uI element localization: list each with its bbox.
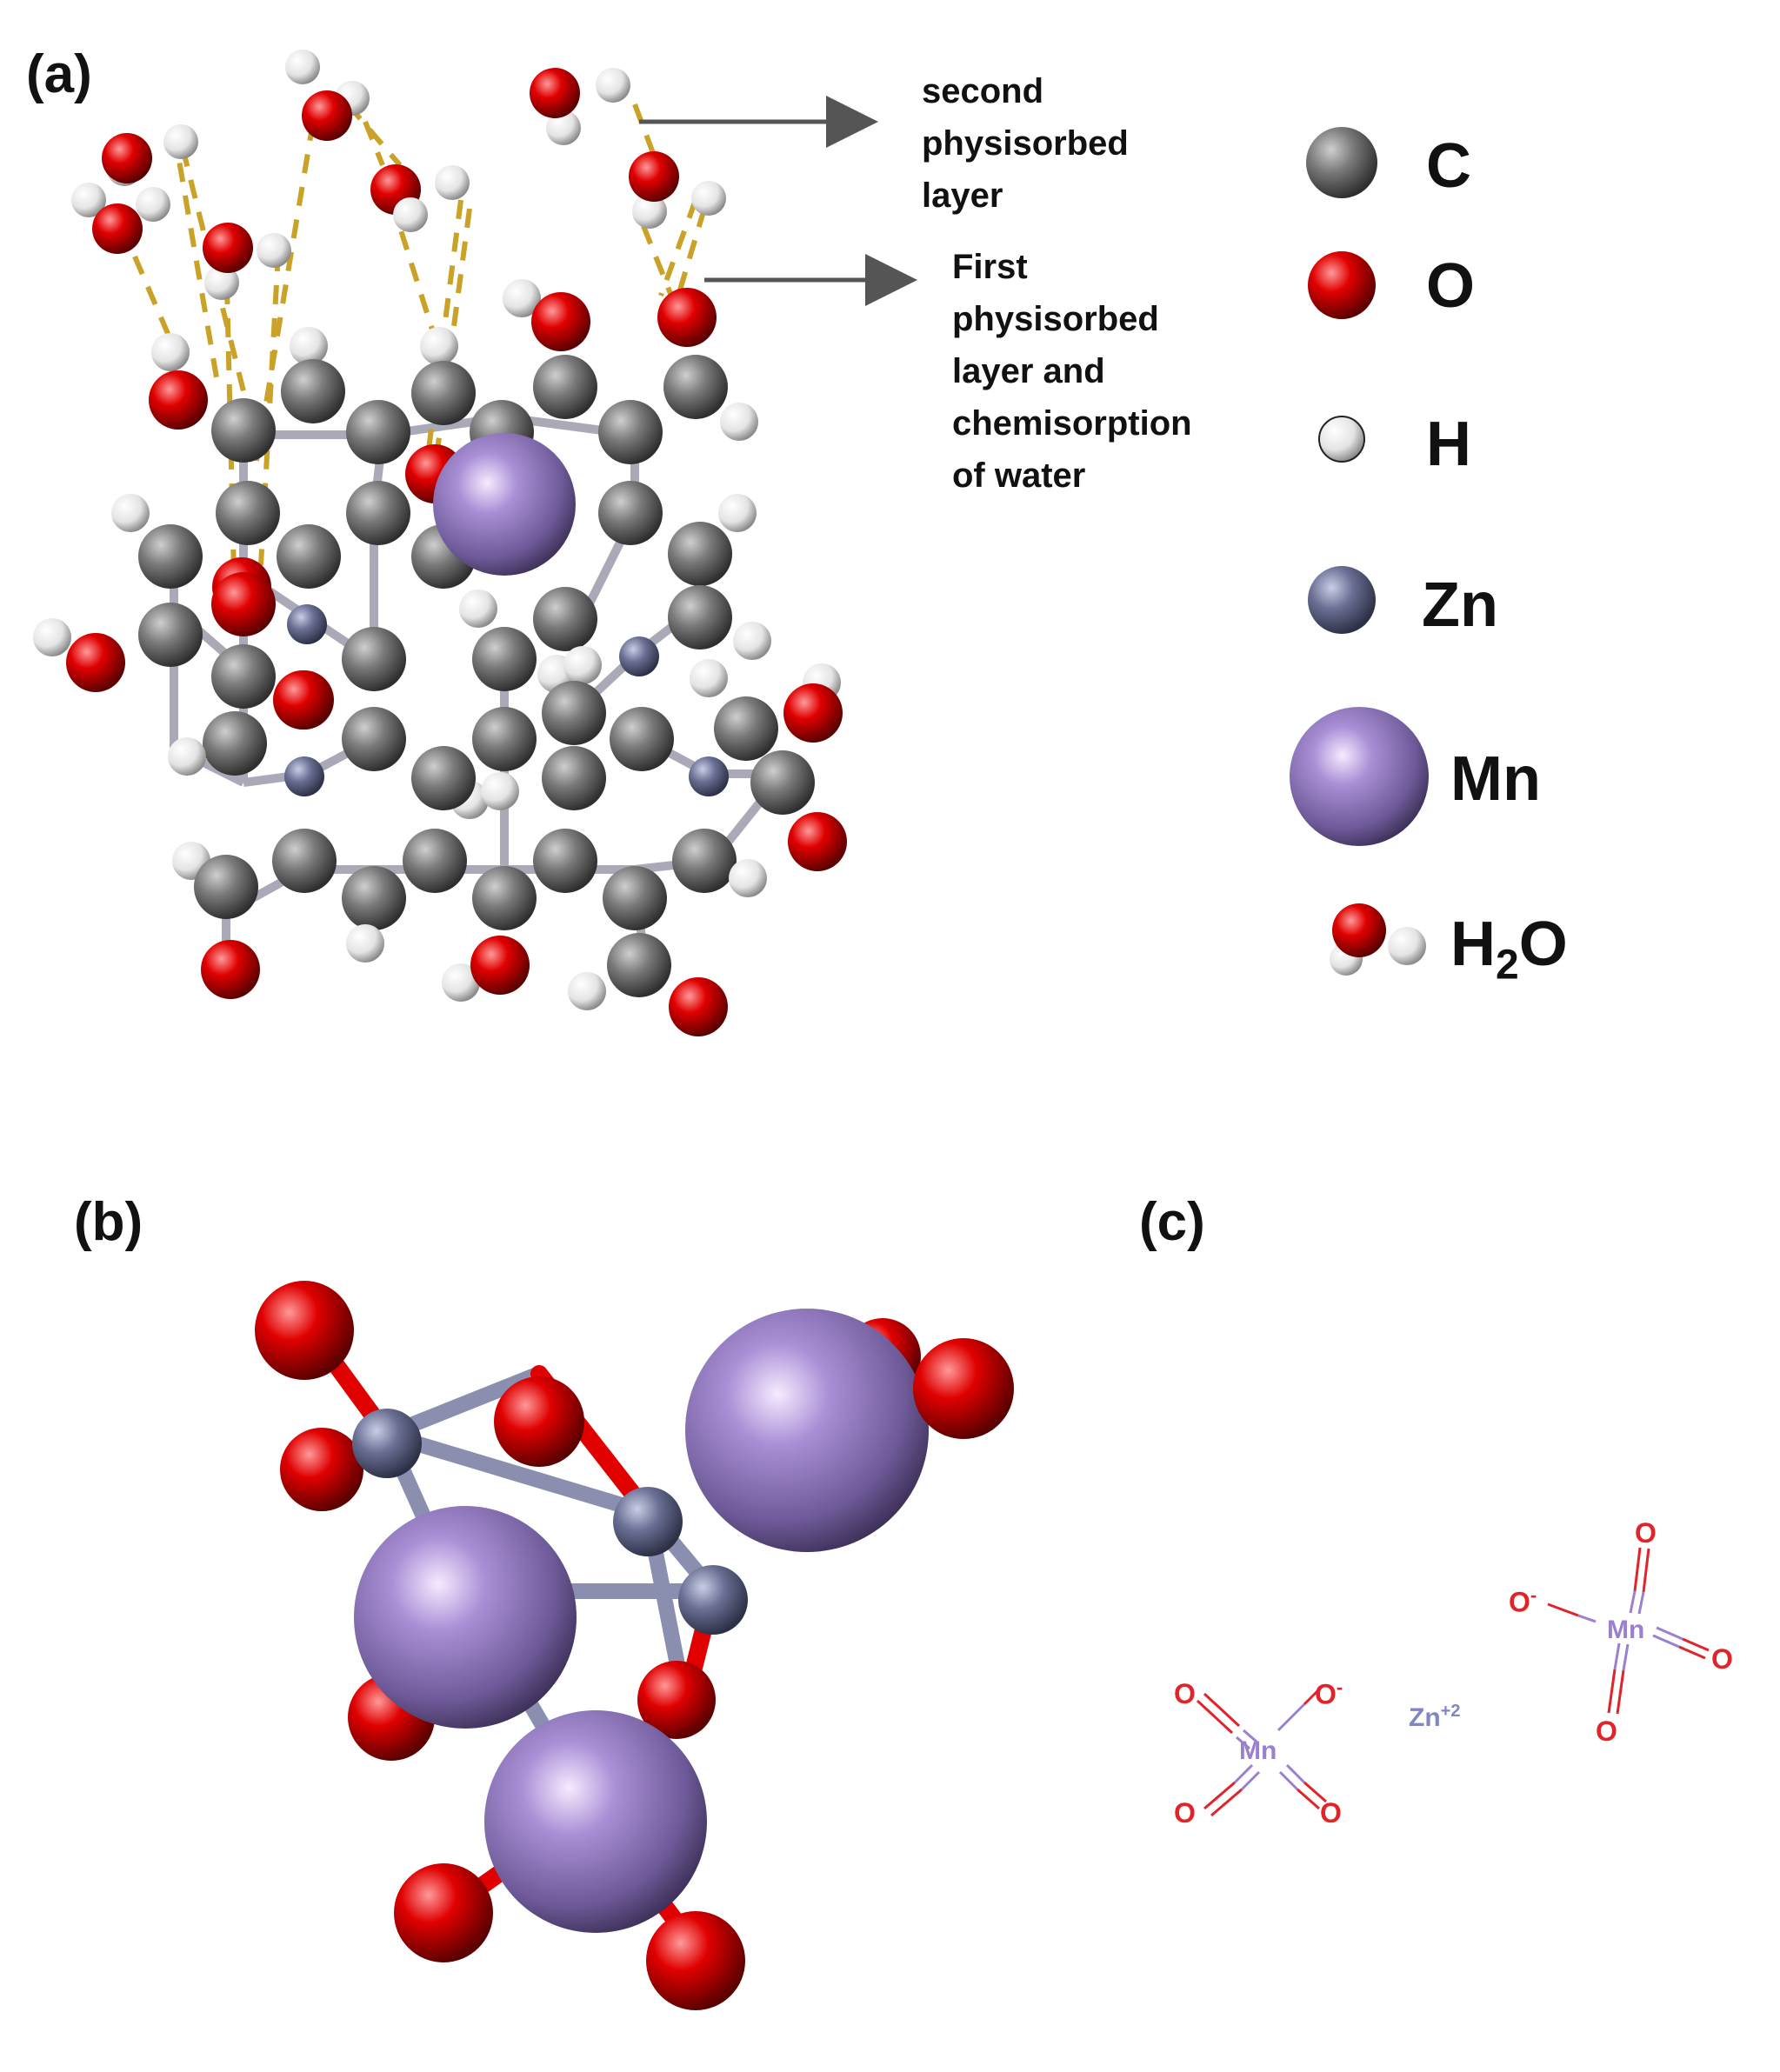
manganese-atom (484, 1710, 707, 1933)
hydrogen-atom-icon (1318, 416, 1365, 463)
manganese-atom (433, 433, 576, 576)
panel-label-a: (a) (26, 44, 92, 104)
skeletal-oxygen: O (1711, 1643, 1733, 1675)
skeletal-oxygen: O (1174, 1797, 1196, 1829)
legend-label-hydrogen: H (1426, 410, 1471, 479)
annotation-line: physisorbed (952, 300, 1159, 338)
skeletal-zinc: Zn+2 (1409, 1702, 1460, 1733)
skeletal-o: O (1315, 1678, 1337, 1710)
legend-label-oxygen: O (1426, 251, 1476, 321)
skeletal-manganese-left: Mn (1239, 1736, 1277, 1765)
skeletal-zn: Zn (1409, 1703, 1441, 1732)
annotation-line: chemisorption (952, 404, 1192, 443)
skeletal-oxygen: O (1635, 1517, 1657, 1549)
manganese-atom (354, 1506, 577, 1729)
water-label-h: H (1450, 909, 1496, 979)
second-layer-annotation: second physisorbed layer (922, 65, 1129, 222)
manganese-atom (685, 1309, 929, 1552)
zinc-atom-icon (1308, 566, 1376, 634)
skeletal-oxygen-minus: O- (1509, 1584, 1537, 1619)
skeletal-minus: - (1530, 1584, 1537, 1606)
skeletal-oxygen: O (1174, 1678, 1196, 1709)
annotation-line: layer (922, 177, 1003, 215)
skeletal-zn-charge: +2 (1440, 1702, 1461, 1721)
panel-label-c: (c) (1139, 1192, 1205, 1252)
water-label-subscript: 2 (1496, 942, 1519, 989)
manganese-atom-icon (1290, 707, 1429, 846)
oxygen-atom-icon (1308, 251, 1376, 319)
panel-label-b: (b) (74, 1192, 143, 1252)
first-layer-annotation: First physisorbed layer and chemisorptio… (952, 241, 1192, 502)
annotation-line: layer and (952, 352, 1105, 390)
annotation-line: physisorbed (922, 124, 1129, 163)
skeletal-oxygen-minus: O- (1315, 1676, 1343, 1711)
carbon-atom-icon (1306, 127, 1377, 198)
annotation-line: First (952, 248, 1028, 286)
annotation-line: of water (952, 456, 1086, 495)
legend-label-carbon: C (1426, 131, 1471, 201)
water-label-o: O (1518, 909, 1568, 979)
legend-label-water: H2O (1450, 909, 1568, 989)
panel-c-skeletal (1196, 1547, 1710, 1817)
panel-b-cluster (255, 1281, 1014, 2010)
skeletal-o: O (1509, 1586, 1530, 1618)
annotation-line: second (922, 72, 1044, 110)
skeletal-oxygen: O (1320, 1797, 1342, 1829)
skeletal-oxygen: O (1596, 1716, 1617, 1747)
legend (1290, 127, 1429, 976)
legend-label-zinc: Zn (1422, 570, 1498, 640)
skeletal-manganese-right: Mn (1607, 1616, 1645, 1644)
legend-label-manganese: Mn (1450, 744, 1541, 814)
water-molecule-icon (1330, 903, 1426, 976)
skeletal-minus: - (1336, 1676, 1343, 1698)
panel-a-molecule (33, 50, 847, 1036)
